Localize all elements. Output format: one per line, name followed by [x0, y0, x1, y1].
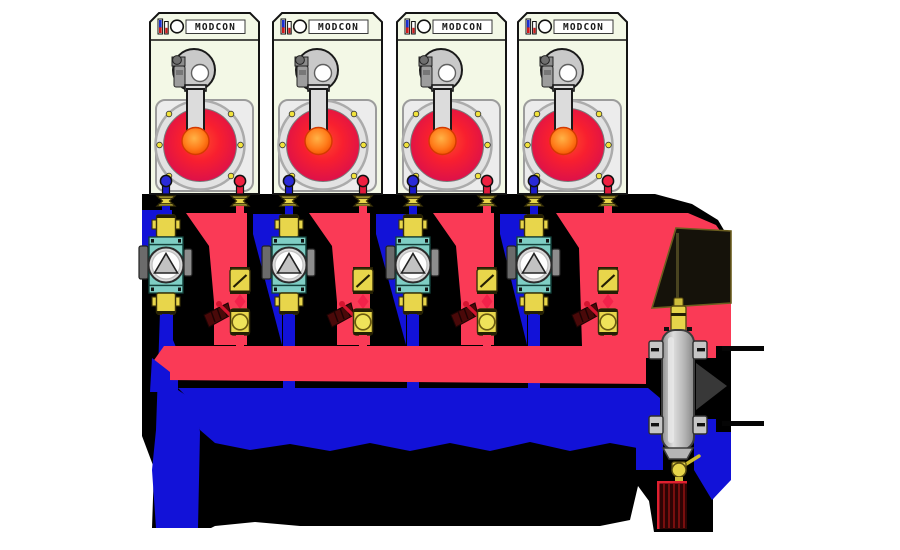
separator-highlight: [668, 337, 674, 443]
boiler-cabinet: [148, 11, 261, 196]
drain-valve: [671, 454, 701, 483]
shadow-box: [650, 227, 732, 309]
system-return-blob: [694, 432, 731, 500]
boiler-cabinet: [395, 11, 508, 196]
separator-body: [661, 329, 695, 451]
separator-shadow-chevron: [696, 363, 727, 410]
boiler-cabinet: [516, 11, 629, 196]
boiler-model-label: MODCON: [442, 22, 483, 33]
system-return-stub: [722, 421, 764, 426]
vent-pipe: [676, 233, 679, 305]
system-supply-stub: [722, 346, 764, 351]
boiler-model-label: MODCON: [563, 22, 604, 33]
boiler-2: MODCON: [271, 11, 384, 196]
return-crossing-patch: [150, 358, 170, 392]
flange-bolts: [651, 327, 705, 427]
hydraulic-separator: [640, 297, 764, 529]
supply-header-pipe: [152, 346, 646, 384]
boiler-model-label: MODCON: [195, 22, 236, 33]
boiler-cabinet: [271, 11, 384, 196]
boiler-model-label: MODCON: [318, 22, 359, 33]
separator-bottom-cone: [661, 447, 695, 460]
return-header-pipe: [178, 388, 660, 451]
boiler-1: MODCON: [148, 11, 261, 196]
boiler-4: MODCON: [516, 11, 629, 196]
boiler-3: MODCON: [395, 11, 508, 196]
drain-hose: [657, 481, 687, 529]
